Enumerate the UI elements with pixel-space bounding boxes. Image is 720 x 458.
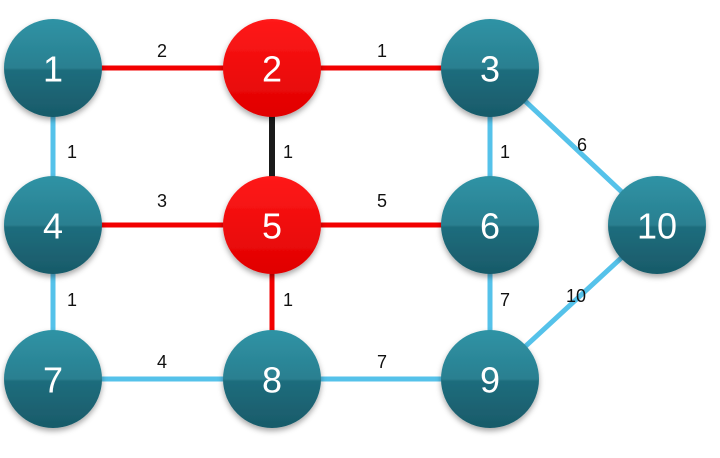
edge-weight-3-6: 1 bbox=[500, 142, 510, 162]
node-circle-7 bbox=[4, 330, 102, 428]
edge-weight-4-7: 1 bbox=[67, 290, 77, 310]
edge-weight-3-10: 6 bbox=[577, 135, 587, 155]
edge-weight-4-5: 3 bbox=[157, 191, 167, 211]
edge-weight-1-4: 1 bbox=[67, 142, 77, 162]
edge-weight-5-8: 1 bbox=[283, 290, 293, 310]
edge-weight-2-3: 1 bbox=[377, 41, 387, 61]
node-label-9: 9 bbox=[480, 360, 500, 401]
node-circle-8 bbox=[223, 330, 321, 428]
node-6: 6 bbox=[441, 176, 539, 274]
node-circle-6 bbox=[441, 176, 539, 274]
node-10: 10 bbox=[608, 176, 706, 274]
edge-labels-layer: 2 1 1 1 1 6 3 5 1 1 7 10 4 7 bbox=[67, 41, 587, 372]
node-label-8: 8 bbox=[262, 360, 282, 401]
edge-weight-2-5: 1 bbox=[283, 142, 293, 162]
edge-weight-7-8: 4 bbox=[157, 352, 167, 372]
edge-weight-8-9: 7 bbox=[377, 352, 387, 372]
node-4: 4 bbox=[4, 176, 102, 274]
node-7: 7 bbox=[4, 330, 102, 428]
node-label-6: 6 bbox=[480, 206, 500, 247]
node-circle-5 bbox=[223, 176, 321, 274]
node-label-1: 1 bbox=[43, 49, 63, 90]
node-3: 3 bbox=[441, 19, 539, 117]
node-5: 5 bbox=[223, 176, 321, 274]
node-label-2: 2 bbox=[262, 49, 282, 90]
edges-layer bbox=[50, 65, 659, 382]
edge-weight-9-10: 10 bbox=[566, 286, 586, 306]
node-1: 1 bbox=[4, 19, 102, 117]
nodes-layer: 1 2 3 4 5 6 7 8 9 10 bbox=[4, 19, 706, 428]
node-label-4: 4 bbox=[43, 206, 63, 247]
node-circle-1 bbox=[4, 19, 102, 117]
node-8: 8 bbox=[223, 330, 321, 428]
node-circle-9 bbox=[441, 330, 539, 428]
edge-weight-5-6: 5 bbox=[377, 191, 387, 211]
node-9: 9 bbox=[441, 330, 539, 428]
node-circle-4 bbox=[4, 176, 102, 274]
node-label-3: 3 bbox=[480, 49, 500, 90]
edge-weight-1-2: 2 bbox=[157, 41, 167, 61]
node-label-7: 7 bbox=[43, 360, 63, 401]
node-label-5: 5 bbox=[262, 206, 282, 247]
node-circle-10 bbox=[608, 176, 706, 274]
edge-weight-6-9: 7 bbox=[500, 290, 510, 310]
node-2: 2 bbox=[223, 19, 321, 117]
node-label-10: 10 bbox=[637, 206, 677, 247]
node-circle-3 bbox=[441, 19, 539, 117]
node-circle-2 bbox=[223, 19, 321, 117]
